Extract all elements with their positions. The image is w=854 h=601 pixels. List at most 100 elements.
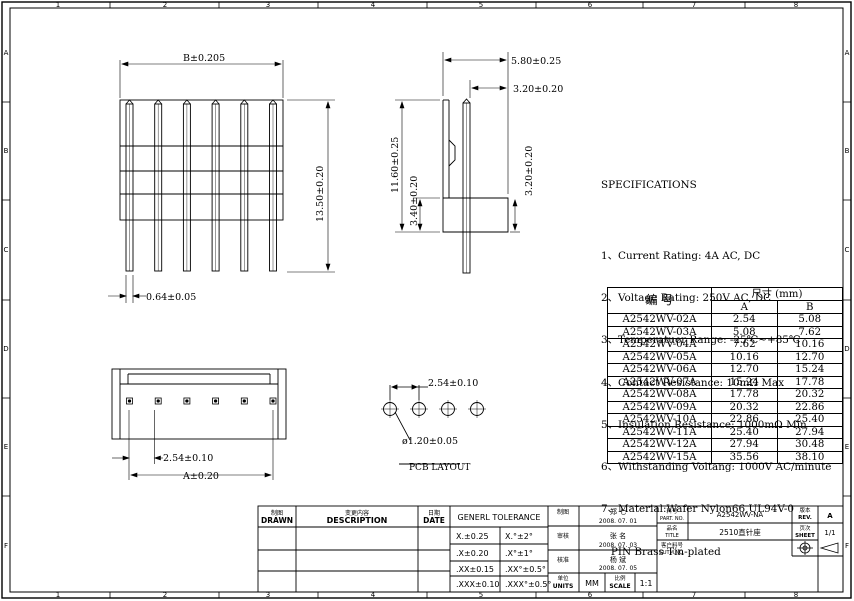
border-number: 4 xyxy=(371,1,376,9)
top-view xyxy=(111,368,287,440)
pin-tip xyxy=(240,99,249,105)
border-number: 6 xyxy=(588,591,593,599)
cell-a: 17.78 xyxy=(711,388,778,402)
tb-desc-cn: 变更内容 xyxy=(345,509,369,517)
pcb-holes xyxy=(381,400,486,418)
tb-partno-cn: 料号 xyxy=(666,507,678,515)
pin-dot xyxy=(185,399,189,403)
border-number: 5 xyxy=(479,1,483,9)
top-dims xyxy=(112,410,274,480)
cell-b: 27.94 xyxy=(776,425,843,439)
pcb-text: 2.54±0.10 ø1.20±0.05 PCB LAYOUT xyxy=(402,378,478,473)
cell-b: 17.78 xyxy=(776,375,843,389)
cell-part: A2542WV-06A xyxy=(607,363,712,377)
cell-a: 10.16 xyxy=(711,350,778,364)
pin-tip xyxy=(211,99,220,105)
cell-a: 5.08 xyxy=(711,325,778,339)
tb-units-cn: 单位 xyxy=(557,574,569,582)
cell-b: 12.70 xyxy=(776,350,843,364)
tb-draw-cn: 制图 xyxy=(557,508,569,516)
tb-tol: .XXX°±0.5° xyxy=(505,580,551,589)
dim-side-580: 5.80±0.25 xyxy=(511,56,561,67)
tb-signer1: 郑 七 xyxy=(610,507,626,516)
border-letter: A xyxy=(4,49,9,57)
cell-a: 25.40 xyxy=(711,425,778,439)
pin-tip xyxy=(183,99,191,105)
border-letter: A xyxy=(845,49,850,57)
side-dims xyxy=(395,52,520,233)
cell-b: 10.16 xyxy=(776,338,843,352)
border-letter: E xyxy=(845,443,849,451)
tb-rev-cn: 版本 xyxy=(799,506,811,514)
spec-item: 7、Material:Wafer Nylon66,UL94V-0 xyxy=(601,503,795,516)
border-number: 1 xyxy=(56,591,60,599)
col-dim-header: 尺寸 (mm) xyxy=(711,287,843,301)
border-number: 3 xyxy=(266,591,270,599)
tb-tol: .XXX±0.10 xyxy=(456,580,500,589)
tb-sheet-cn: 页次 xyxy=(799,524,811,532)
border-number: 7 xyxy=(692,591,696,599)
dim-height-total: 13.50±0.20 xyxy=(315,166,326,222)
top-pins xyxy=(126,397,277,405)
title-block-lines xyxy=(257,505,844,593)
tb-rev: REV. xyxy=(798,515,812,521)
tb-title-val: 2510直针座 xyxy=(719,527,761,537)
tb-tolerance: GENERL TOLERANCE xyxy=(458,513,541,522)
dim-hole-dia: ø1.20±0.05 xyxy=(402,436,458,447)
tb-check-cn: 审核 xyxy=(557,532,569,540)
tb-cust-cn: 客户料号 xyxy=(661,541,684,549)
border-number: 4 xyxy=(371,591,376,599)
top-dim-text: 2.54±0.10 A±0.20 xyxy=(163,453,219,482)
spec-item: PIN Brass Tin-plated xyxy=(601,545,721,558)
tb-tol: X.°±2° xyxy=(505,532,533,541)
dim-pitch-front: 2.54±0.10 xyxy=(163,453,213,464)
border-number: 2 xyxy=(163,591,167,599)
tb-date3: 2008. 07. 05 xyxy=(599,565,637,572)
tb-partno: PART. NO. xyxy=(660,516,684,522)
cell-part: A2542WV-07A xyxy=(607,375,712,389)
tb-date1: 2008. 07. 01 xyxy=(599,518,637,525)
cell-part: A2542WV-02A xyxy=(607,313,712,327)
cell-a: 7.62 xyxy=(711,338,778,352)
col-a-header: A xyxy=(711,300,778,314)
pin-square xyxy=(183,397,191,405)
tb-tol: .XX°±0.5° xyxy=(505,565,546,574)
dim-side-1160: 11.60±0.25 xyxy=(390,137,401,193)
border-number: 8 xyxy=(794,1,798,9)
border-number: 7 xyxy=(692,1,696,9)
border-number: 2 xyxy=(163,1,167,9)
border-letter: B xyxy=(4,147,9,155)
cell-a: 2.54 xyxy=(711,313,778,327)
dim-side-320b: 3.20±0.20 xyxy=(524,146,535,196)
cell-a: 22.86 xyxy=(711,413,778,427)
pin-dot xyxy=(127,399,132,403)
cell-b: 30.48 xyxy=(776,438,843,452)
border-letter: D xyxy=(3,345,8,353)
cell-part: A2542WV-10A xyxy=(607,413,712,427)
front-dim-text: B±0.205 13.50±0.20 0.64±0.05 xyxy=(146,53,326,303)
pin-tip xyxy=(125,99,134,105)
front-dims xyxy=(108,60,335,303)
dim-width-a: A±0.20 xyxy=(182,471,219,482)
cell-part: A2542WV-15A xyxy=(607,450,712,464)
col-b-header: B xyxy=(776,300,843,314)
cell-part: A2542WV-08A xyxy=(607,388,712,402)
title-block-text: 制图 DRAWN 变更内容 DESCRIPTION 日期 DATE GENERL… xyxy=(261,506,836,590)
tb-tol: .X°±1° xyxy=(505,549,533,558)
tb-units: UNITS xyxy=(553,583,574,590)
tb-scale-val: 1:1 xyxy=(640,579,653,588)
cell-b: 22.86 xyxy=(776,400,843,414)
side-view xyxy=(442,98,509,274)
pin-square xyxy=(126,397,133,405)
col-part-header: 编 号 xyxy=(607,287,712,314)
border-number: 3 xyxy=(266,1,270,9)
tb-partno-val: A2542WV-NA xyxy=(717,511,764,519)
